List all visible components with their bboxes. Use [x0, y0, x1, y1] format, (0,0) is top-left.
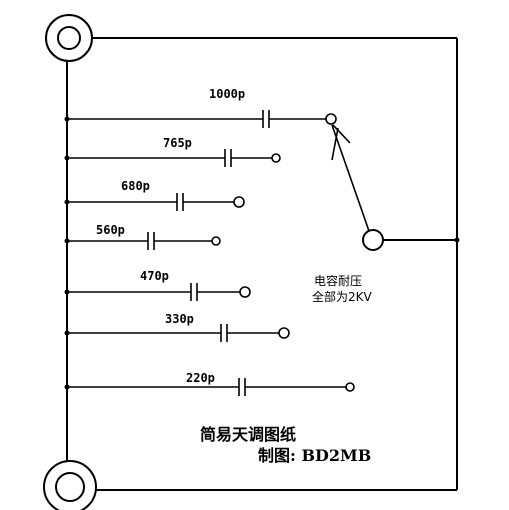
capacitor-label: 680p [121, 179, 150, 193]
switch-arm-tick [331, 127, 339, 161]
capacitor-branch: 470p [64, 269, 251, 301]
switch-pivot [362, 229, 384, 251]
capacitor-branch: 560p [64, 223, 221, 250]
switch-contact [233, 196, 245, 208]
capacitor-label: 1000p [209, 87, 245, 101]
switch-contact [211, 236, 221, 246]
capacitor-branches: 1000p 765p 680p 560p 470p 330p 220p [64, 87, 355, 396]
capacitor-label: 560p [96, 223, 125, 237]
capacitor-label: 330p [165, 312, 194, 326]
capacitor-branch: 330p [64, 312, 290, 342]
switch-contact [278, 327, 290, 339]
voltage-note-line1: 电容耐压 [314, 273, 362, 288]
bottom-terminal [43, 460, 97, 510]
top-terminal [45, 14, 93, 62]
capacitor-label: 765p [163, 136, 192, 150]
capacitor-branch: 680p [64, 179, 245, 211]
diagram-title: 简易天调图纸 [200, 425, 296, 444]
capacitor-branch: 1000p [64, 87, 337, 128]
capacitor-branch: 220p [64, 371, 355, 396]
switch-arm [331, 124, 370, 232]
switch-contact [325, 113, 337, 125]
capacitor-label: 470p [140, 269, 169, 283]
switch-contact [345, 382, 355, 392]
diagram-author: 制图: BD2MB [258, 446, 371, 465]
rotary-switch [331, 124, 460, 251]
switch-arm-spring [332, 124, 351, 144]
capacitor-label: 220p [186, 371, 215, 385]
right-junction [454, 237, 460, 243]
switch-contact [239, 286, 251, 298]
voltage-note-line2: 全部为2KV [312, 289, 373, 304]
capacitor-branch: 765p [64, 136, 281, 167]
switch-contact [271, 153, 281, 163]
